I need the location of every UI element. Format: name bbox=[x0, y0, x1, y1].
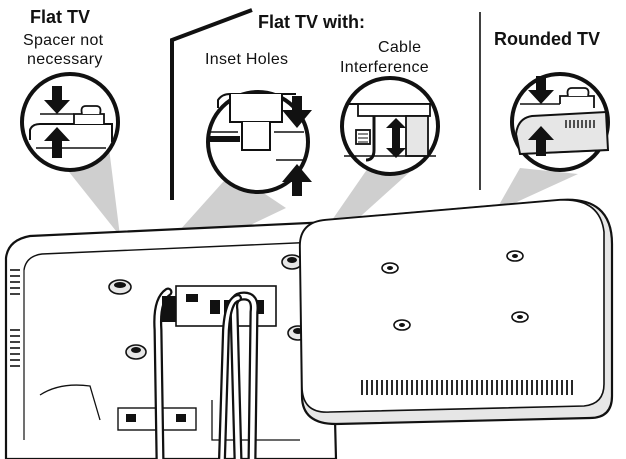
callout-inset-holes bbox=[208, 92, 312, 196]
wall-mount-plate bbox=[300, 200, 612, 424]
callout-cable-interference bbox=[342, 78, 438, 174]
tv-back-panel bbox=[6, 222, 336, 459]
callout-rounded-tv bbox=[512, 74, 608, 170]
callout-flat-tv bbox=[22, 74, 118, 170]
